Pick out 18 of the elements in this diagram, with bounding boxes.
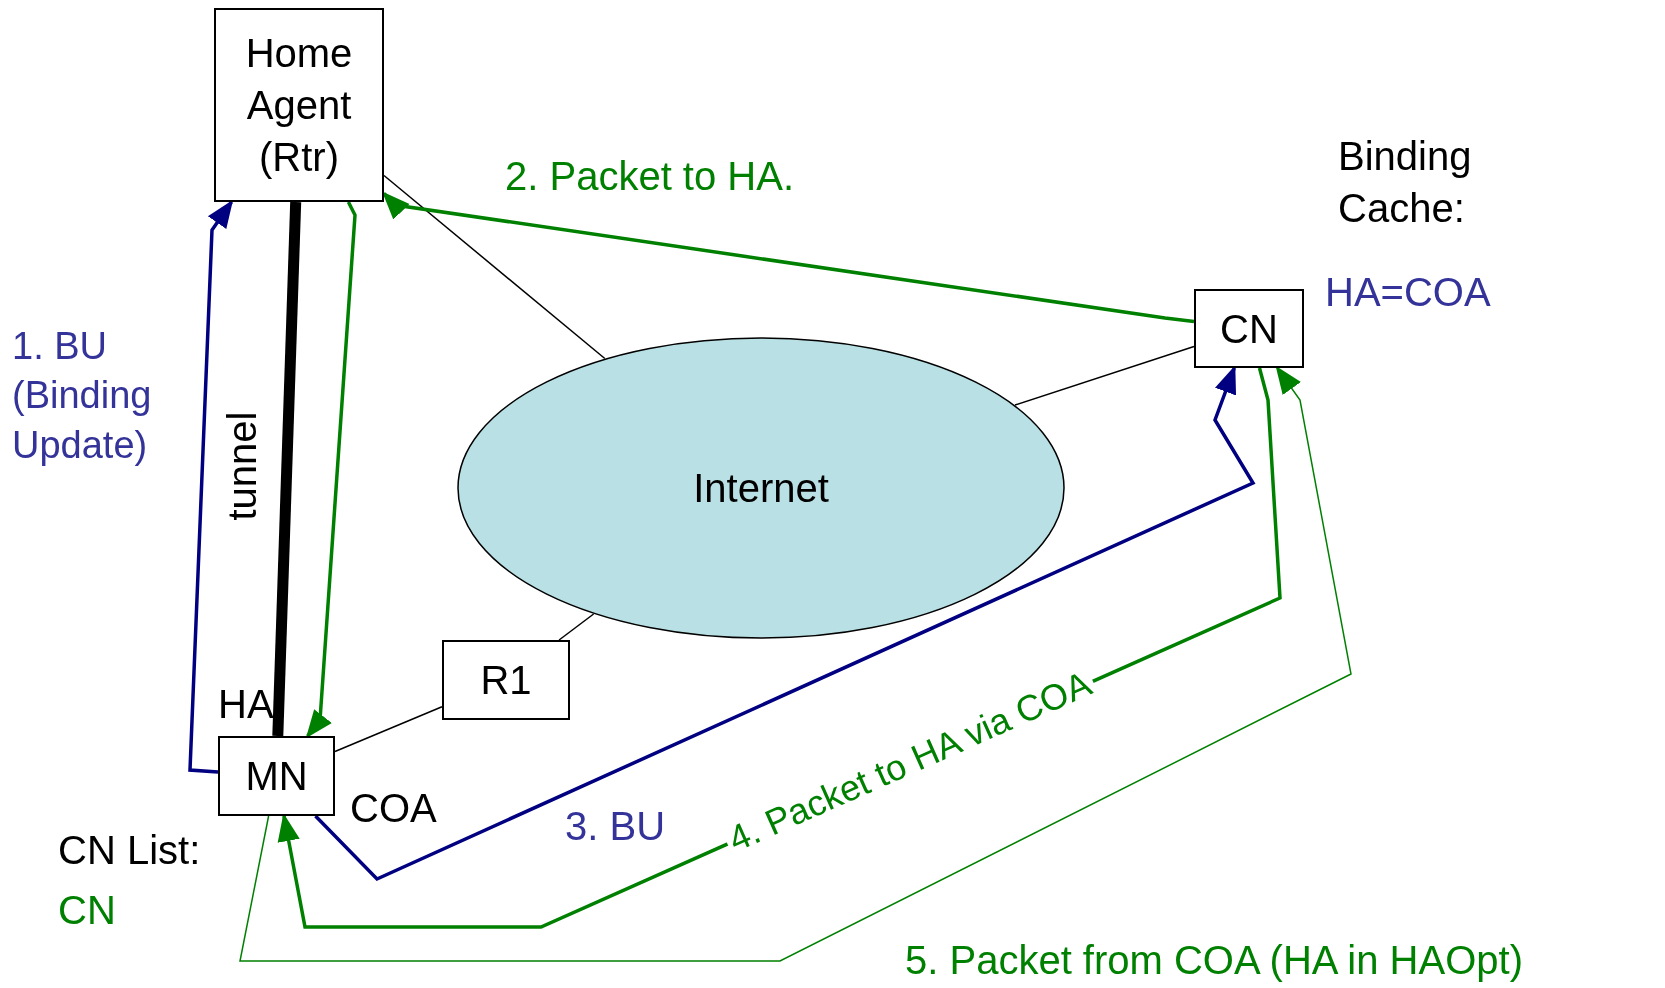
connector-line — [1014, 345, 1195, 406]
list-heading: CN List: — [58, 827, 201, 874]
network-ellipse: Internet — [457, 337, 1065, 639]
router-box: R1 — [442, 640, 570, 720]
arrow — [305, 201, 357, 739]
tunnel-line — [272, 201, 302, 737]
edge-label: tunnel — [219, 411, 266, 521]
connector-line — [383, 174, 606, 360]
address-label: HA — [218, 681, 274, 728]
connector-line — [558, 613, 595, 641]
node-box: CN — [1194, 289, 1304, 368]
address-label: COA — [350, 785, 437, 832]
router-box: Home Agent (Rtr) — [214, 8, 384, 202]
connector-line — [334, 706, 443, 753]
node-box: MN — [218, 736, 335, 816]
cache-entry: HA=COA — [1325, 269, 1491, 316]
list-entry: CN — [58, 887, 116, 934]
cache-heading: Binding Cache: — [1338, 133, 1473, 232]
